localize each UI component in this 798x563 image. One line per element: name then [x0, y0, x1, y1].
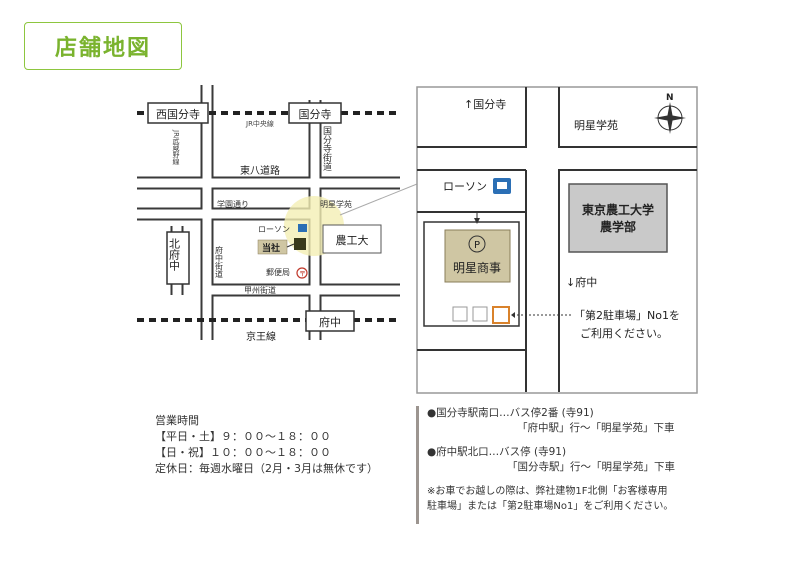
compass-icon [654, 102, 686, 134]
label-keio-line: 京王線 [246, 330, 276, 343]
label-kokubunji-kaido: 国分寺街道 [321, 126, 332, 172]
post-office-icon [296, 267, 308, 279]
label-koshu-kaido: 甲州街道 [244, 285, 276, 295]
myojo-shoji-building [444, 229, 511, 283]
label-myojo-gakuen: 明星学苑 [320, 199, 352, 209]
lawson-icon [493, 178, 511, 194]
label-lawson-detail: ローソン [443, 180, 487, 193]
label-jr-chuo: JR中央線 [245, 119, 274, 128]
business-hours-closed: 定休日：毎週水曜日（2月・3月は無休です） [155, 462, 378, 475]
label-fuchu-kaido: 府中街道 [215, 245, 224, 279]
label-gakuen-dori: 学園通り [217, 199, 249, 209]
road-casings [137, 85, 400, 340]
label-to-kokubunji: ↑国分寺 [464, 98, 506, 111]
access-bus2-line1: ●府中駅北口…バス停 (寺91) [427, 446, 567, 458]
label-myojo-shoji: 明星商事 [453, 260, 501, 275]
business-hours-weekday: 【平日・土】９：００〜１８：００ [155, 430, 331, 443]
tosha-box [257, 239, 288, 255]
label-myojo-gakuen-detail: 明星学苑 [574, 118, 618, 132]
label-tosha: 当社 [262, 242, 280, 254]
road-fills [137, 85, 400, 340]
detail-roads [417, 87, 697, 392]
label-jr-musashino: JR武蔵野線 [172, 129, 180, 165]
parking-icon [468, 235, 486, 253]
label-nishikokubunji: 西国分寺 [156, 108, 200, 121]
tosha-building-icon [294, 238, 306, 250]
access-bus2-line2: 「国分寺駅」行〜「明星学苑」下車 [507, 460, 675, 473]
label-higashihachido: 東八道路 [240, 164, 280, 177]
label-parking-note-1: 「第2駐車場」No1を [574, 308, 680, 322]
label-lawson: ローソン [258, 225, 290, 234]
station-box-kokubunji [288, 102, 342, 124]
label-north: N [666, 93, 674, 103]
access-bus1-line2: 「府中駅」行〜「明星学苑」下車 [517, 421, 675, 434]
station-box-nishikokubunji [147, 102, 209, 124]
label-fuchu: 府中 [319, 315, 341, 329]
business-hours: 営業時間 【平日・土】９：００〜１８：００ 【日・祝】１０：００〜１８：００ 定… [155, 413, 378, 477]
label-parking-note-2: ご利用ください。 [580, 326, 668, 340]
station-box-fuchu [305, 310, 355, 332]
university-building [568, 183, 668, 253]
label-post-office: 郵便局 [266, 267, 290, 277]
access-bus1-line1: ●国分寺駅南口…バス停2番 (寺91) [427, 407, 594, 419]
detail-map-frame [416, 86, 698, 394]
label-nokodai: 農工大 [336, 233, 369, 247]
label-kokubunji: 国分寺 [299, 108, 332, 121]
lawson-icon-small [298, 224, 307, 232]
rail-lines [137, 111, 400, 322]
parking-slot-1 [492, 306, 510, 324]
page-title: 店舗地図 [24, 22, 182, 70]
label-university-2: 農学部 [600, 219, 636, 234]
page-title-text: 店舗地図 [54, 36, 151, 61]
label-to-fuchu: ↓府中 [566, 275, 597, 289]
location-highlight [284, 196, 344, 256]
svg-text:〒: 〒 [299, 270, 306, 278]
station-box-kitafuchu [166, 231, 190, 285]
business-hours-holiday: 【日・祝】１０：００〜１８：００ [155, 446, 331, 459]
label-university-1: 東京農工大学 [582, 202, 654, 217]
access-note-line1: ※お車でお越しの際は、弊社建物1F北側「お客様専用 [427, 486, 668, 497]
zoom-leader-line [339, 183, 418, 216]
parking-slot-3 [452, 306, 468, 322]
property-outline [423, 221, 520, 327]
access-note-line2: 駐車場」または「第2駐車場No1」をご利用ください。 [427, 501, 674, 512]
access-info: ●国分寺駅南口…バス停2番 (寺91) 「府中駅」行〜「明星学苑」下車 ●府中駅… [416, 406, 702, 524]
nokodai-box [322, 224, 382, 254]
label-kitafuchu: 北府中 [168, 238, 181, 271]
label-parking-mark: P [474, 240, 480, 251]
business-hours-heading: 営業時間 [155, 414, 199, 427]
parking-slot-2 [472, 306, 488, 322]
